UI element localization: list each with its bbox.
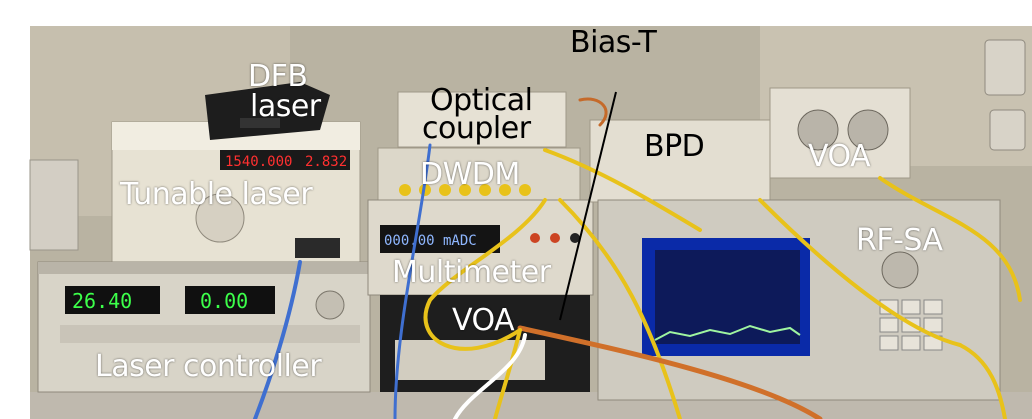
label-bpd: BPD	[644, 129, 705, 164]
label-laser-controller: Laser controller	[95, 349, 322, 384]
label-coupler: coupler	[422, 111, 531, 146]
label-tunable-laser: Tunable laser	[120, 177, 313, 212]
fiber-cables	[253, 97, 1022, 419]
rf-sa-knob	[881, 251, 919, 289]
rf-sa-keypad	[879, 299, 943, 351]
label-multimeter: Multimeter	[392, 255, 551, 290]
optical-coupler-box	[397, 91, 567, 148]
label-optical: Optical	[430, 83, 533, 118]
dwdm-connectors	[399, 184, 531, 196]
dwdm-box	[377, 147, 581, 201]
multimeter-readout: 000.00 mADC	[384, 233, 477, 249]
wall-socket	[984, 39, 1026, 96]
controller-temp-readout: 26.40	[72, 289, 132, 313]
multimeter-display	[380, 225, 500, 253]
controller-display-left	[65, 286, 160, 314]
tunable-power-readout: 2.832	[305, 154, 347, 170]
tunable-laser-display	[220, 150, 350, 170]
label-dwdm: DWDM	[420, 157, 520, 192]
controller-knob	[315, 290, 345, 320]
dfb-laser-box	[205, 82, 330, 140]
controller-current-readout: 0.00	[200, 289, 248, 313]
bpd-box	[589, 119, 771, 203]
bias-t-pointer	[559, 91, 617, 321]
tunable-freq-readout: 1540.000	[225, 154, 292, 170]
label-voa-bottom: VOA	[452, 303, 515, 338]
label-dfb: DFB	[248, 59, 308, 94]
tunable-laser-knob	[195, 193, 245, 243]
label-rf-sa: RF-SA	[856, 223, 943, 258]
label-bias-t: Bias-T	[570, 25, 657, 60]
label-voa-top: VOA	[808, 139, 871, 174]
left-shelf	[29, 159, 79, 251]
label-dfb-laser: laser	[250, 89, 321, 124]
controller-display-right	[185, 286, 275, 314]
